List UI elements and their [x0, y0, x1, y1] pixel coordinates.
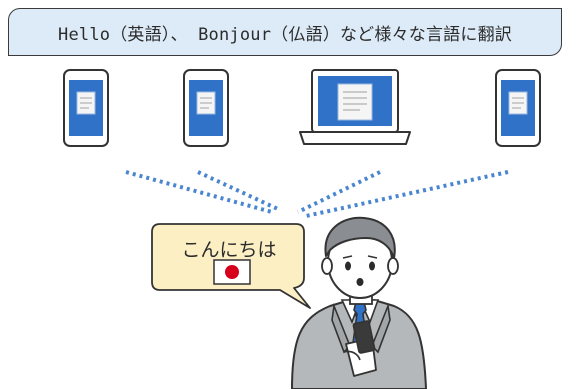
banner-text: Hello（英語）、 Bonjour（仏語）など様々な言語に翻訳	[58, 24, 512, 45]
smartphone-icon	[495, 69, 541, 147]
translation-banner: Hello（英語）、 Bonjour（仏語）など様々な言語に翻訳	[8, 8, 562, 56]
smartphone-icon	[183, 69, 229, 147]
signal-dots	[125, 170, 509, 218]
smartphone-icon	[63, 69, 109, 147]
laptop-icon	[299, 69, 411, 145]
businessman-illustration	[291, 216, 427, 389]
japan-flag-icon	[213, 259, 251, 285]
greeting-text: こんにちは	[181, 239, 277, 261]
